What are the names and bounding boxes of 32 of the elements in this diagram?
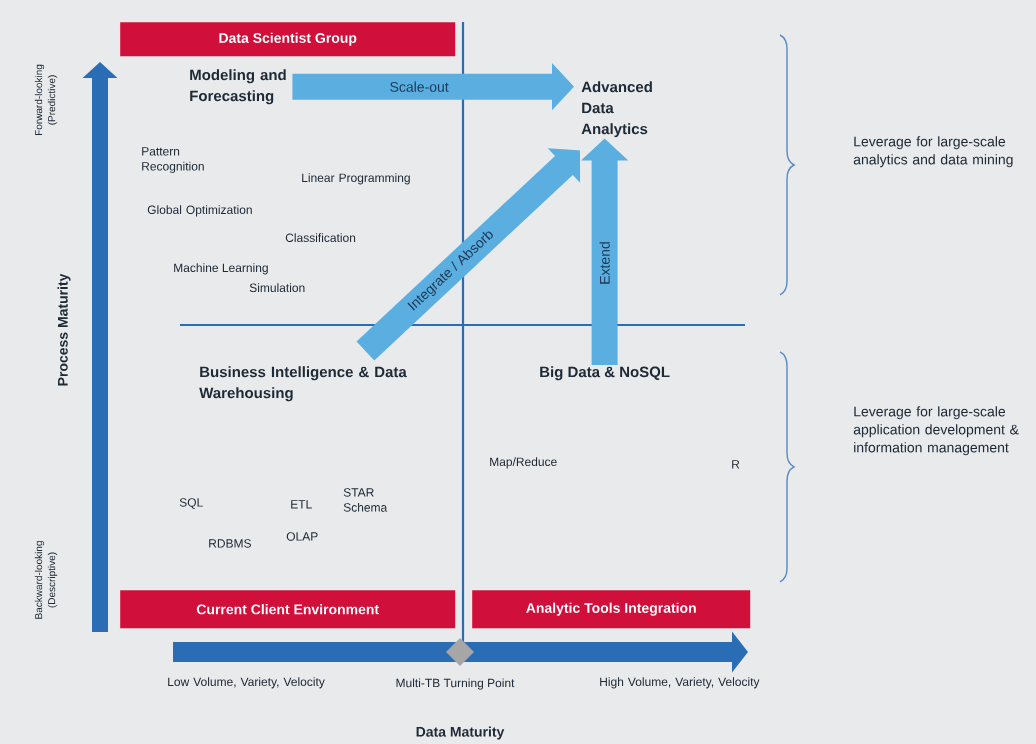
turning-point-label: Multi-TB Turning Point [396, 678, 515, 690]
technique-label: R [732, 460, 740, 469]
edge-label: Extend [599, 242, 610, 284]
axis-title: Process Maturity [57, 273, 71, 386]
technique-label: STAR Schema [343, 488, 388, 512]
technique-label: Simulation [249, 283, 305, 292]
axis-end-label: High Volume, Variety, Velocity [600, 677, 760, 689]
brace-note: Leverage for large-scale analytics and data mining [853, 136, 1013, 168]
quadrant-heading: Big Data & NoSQL [540, 366, 670, 381]
banner-box: Current Client Environment [120, 590, 456, 629]
axis-end-label: Forward-looking (Predictive) [34, 64, 58, 136]
block-arrow [356, 148, 581, 361]
brace-note: Leverage for large-scale application development & information management [853, 406, 1019, 456]
technique-label: Classification [285, 233, 356, 242]
technique-label: Global Optimization [147, 205, 252, 217]
axis-end-label: Low Volume, Variety, Velocity [168, 677, 325, 689]
technique-label: ETL [291, 500, 312, 509]
technique-label: Machine Learning [174, 263, 268, 275]
quadrant-heading: Modeling and Forecasting [190, 69, 286, 105]
technique-label: Linear Programming [302, 173, 410, 185]
technique-label: Map/Reduce [490, 457, 557, 469]
banner-box: Data Scientist Group [120, 22, 456, 57]
technique-label: OLAP [286, 532, 318, 541]
axis-end-label: Backward-looking (Descriptive) [34, 541, 58, 619]
technique-label: Pattern Recognition [142, 147, 204, 173]
axis-title: Data Maturity [416, 726, 505, 740]
quadrant-heading: Advanced Data Analytics [581, 81, 652, 138]
technique-label: RDBMS [209, 539, 251, 548]
banner-box: Analytic Tools Integration [472, 590, 751, 629]
technique-label: SQL [179, 498, 203, 509]
quadrant-heading: Business Intelligence & Data Warehousing [199, 366, 407, 402]
edge-label: Scale-out [390, 81, 449, 92]
